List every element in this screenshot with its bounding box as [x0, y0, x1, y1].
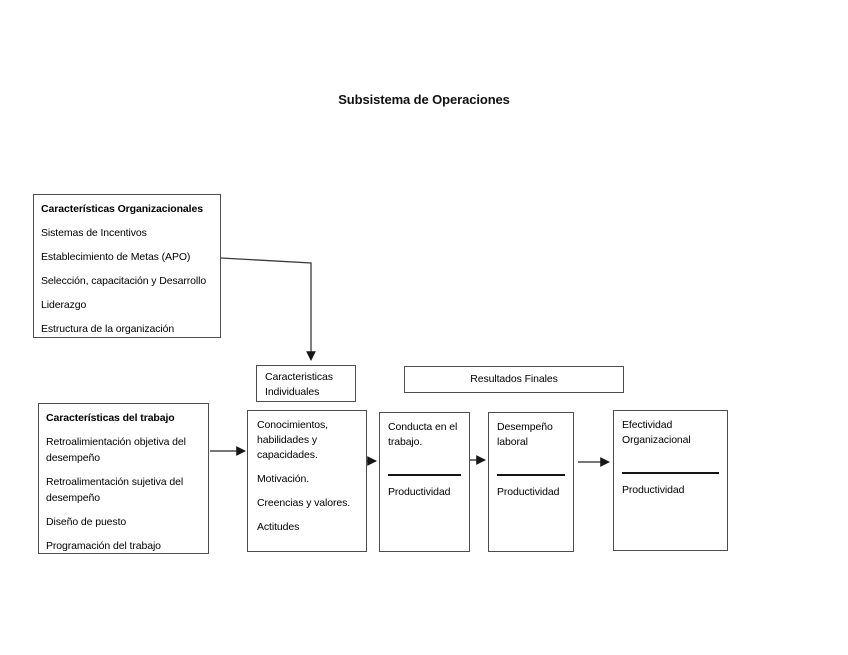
box-conocimientos-item: Creencias y valores.: [257, 497, 351, 509]
box-conocimientos-item: Actitudes: [257, 521, 300, 533]
box-trabajo-item: Retroalimentación sujetiva del desempeño: [46, 476, 184, 504]
box-trabajo-item: Retroalimientación objetiva del desempeñ…: [46, 436, 186, 464]
box-trabajo-item: Diseño de puesto: [46, 516, 127, 528]
box-trabajo-title: Características del trabajo: [46, 412, 175, 424]
divider-line: [388, 474, 461, 476]
box-conducta-productividad: Productividad: [388, 486, 451, 498]
box-org-item: Establecimiento de Metas (APO): [41, 251, 191, 263]
box-resultados-finales: Resultados Finales: [404, 366, 624, 393]
box-conducta-label: Conducta en el trabajo.: [388, 421, 458, 448]
box-trabajo-item: Programación del trabajo: [46, 540, 161, 552]
box-caracteristicas-organizacionales: Características Organizacionales Sistema…: [33, 194, 221, 338]
divider-line: [497, 474, 565, 476]
box-org-item: Sistemas de Incentivos: [41, 227, 147, 239]
box-caracteristicas-del-trabajo: Características del trabajo Retroalimien…: [38, 403, 209, 554]
box-org-item: Estructura de la organización: [41, 323, 175, 335]
divider-line: [622, 472, 719, 474]
page-title: Subsistema de Operaciones: [338, 92, 510, 107]
box-conocimientos-item: Motivación.: [257, 473, 310, 485]
box-org-item: Liderazgo: [41, 299, 87, 311]
box-conocimientos: Conocimientos, habilidades y capacidades…: [247, 410, 367, 552]
box-efectividad-productividad: Productividad: [622, 484, 685, 496]
box-desempeno-laboral: Desempeño laboral Productividad: [488, 412, 574, 552]
box-efectividad-label: Efectividad Organizacional: [622, 419, 691, 446]
box-caracteristicas-individuales: Caracteristicas Individuales: [256, 365, 356, 402]
box-desempeno-productividad: Productividad: [497, 486, 560, 498]
box-conducta-en-el-trabajo: Conducta en el trabajo. Productividad: [379, 412, 470, 552]
box-org-item: Selección, capacitación y Desarrollo: [41, 275, 207, 287]
box-conocimientos-item: Conocimientos, habilidades y capacidades…: [257, 419, 328, 461]
box-org-title: Características Organizacionales: [41, 203, 203, 215]
box-desempeno-label: Desempeño laboral: [497, 421, 553, 448]
box-efectividad-organizacional: Efectividad Organizacional Productividad: [613, 410, 728, 551]
arrow-org-to-individuales: [220, 257, 316, 361]
